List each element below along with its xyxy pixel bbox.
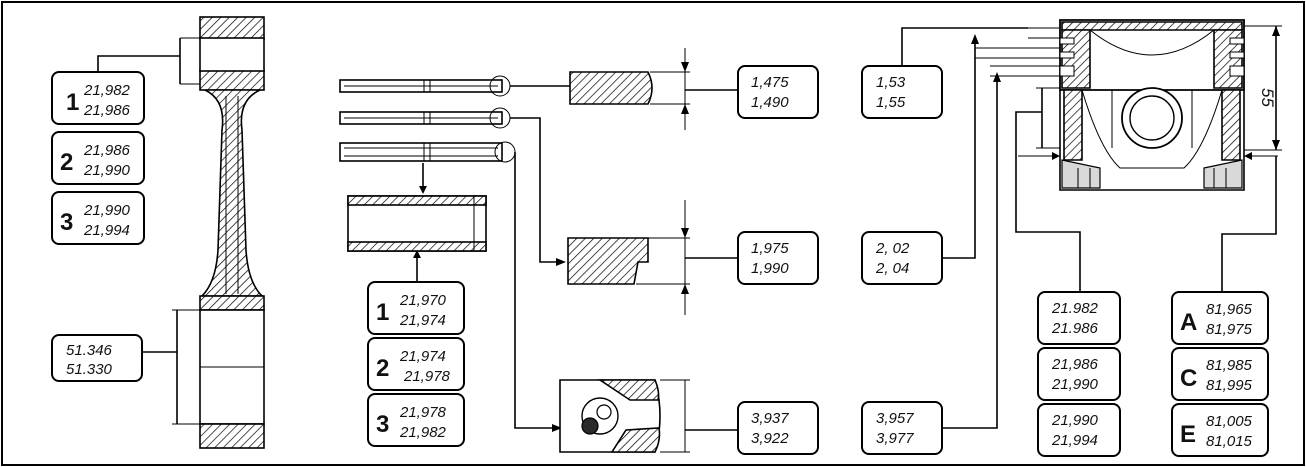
svg-text:1,490: 1,490 [751, 94, 789, 111]
pin-class-3-box: 3 21,978 21,982 [367, 393, 465, 447]
ring-thickness-boxes: 1,475 1,490 1,975 1,990 3,937 3,922 [737, 65, 819, 455]
svg-text:21,990: 21,990 [1051, 376, 1099, 393]
svg-text:21,982: 21,982 [399, 424, 447, 441]
piston-pin-bore-boxes: 21.982 21.986 21,986 21,990 21,990 21,99… [1037, 291, 1121, 457]
svg-text:21,970: 21,970 [399, 292, 447, 309]
pin-class-2-box: 2 21,974 21,978 [367, 337, 465, 391]
svg-text:3,957: 3,957 [876, 410, 914, 427]
svg-text:1,475: 1,475 [751, 74, 789, 91]
svg-text:21,978: 21,978 [399, 404, 447, 421]
conrod-class-1-box: 1 21,982 21,986 [51, 71, 145, 125]
svg-text:3,977: 3,977 [876, 430, 914, 447]
conrod-class-2-box: 2 21,986 21,990 [51, 131, 145, 185]
svg-text:21,986: 21,986 [1051, 356, 1099, 373]
svg-text:3: 3 [376, 411, 389, 438]
svg-text:3: 3 [60, 209, 73, 236]
svg-text:2: 2 [60, 149, 73, 176]
piston-diameter-classes: A 81,965 81,975 C 81,985 81,995 E 81,005… [1171, 291, 1269, 457]
bore-box-1: 21.982 21.986 [1037, 291, 1121, 345]
svg-text:2: 2 [376, 355, 389, 382]
piston: 55 [1015, 19, 1282, 292]
svg-text:21,974: 21,974 [399, 312, 446, 329]
svg-text:21,986: 21,986 [83, 142, 131, 159]
ring-section-1 [510, 48, 738, 130]
svg-text:21,994: 21,994 [1051, 432, 1098, 449]
groove-3-width-box: 3,957 3,977 [861, 401, 943, 455]
ring-section-2 [510, 117, 738, 315]
piston-height-label: 55 [1258, 88, 1277, 107]
conrod-small-end-classes: 1 21,982 21,986 2 21,986 21,990 3 21,990… [51, 71, 145, 245]
piston-class-c-box: C 81,985 81,995 [1171, 347, 1269, 401]
svg-text:81,015: 81,015 [1206, 433, 1253, 450]
piston-pin [347, 195, 487, 286]
svg-text:1: 1 [66, 89, 79, 116]
svg-text:2, 04: 2, 04 [875, 260, 909, 277]
svg-text:3,937: 3,937 [751, 410, 789, 427]
svg-text:21,978: 21,978 [403, 368, 451, 385]
ring-1-thickness-box: 1,475 1,490 [737, 65, 819, 119]
svg-text:C: C [1180, 365, 1197, 392]
connecting-rod [97, 16, 265, 449]
svg-text:21,990: 21,990 [83, 162, 131, 179]
svg-text:1: 1 [376, 299, 389, 326]
svg-text:51.346: 51.346 [66, 342, 113, 359]
pin-class-1-box: 1 21,970 21,974 [367, 281, 465, 335]
svg-text:81,975: 81,975 [1206, 321, 1253, 338]
groove-width-boxes: 1,53 1,55 2, 02 2, 04 3,957 3,977 [861, 65, 943, 455]
svg-text:1,53: 1,53 [876, 74, 906, 91]
svg-text:A: A [1180, 309, 1197, 336]
svg-text:81,005: 81,005 [1206, 413, 1253, 430]
svg-text:81,995: 81,995 [1206, 377, 1253, 394]
ring-2-thickness-box: 1,975 1,990 [737, 231, 819, 285]
svg-text:2, 02: 2, 02 [875, 240, 910, 257]
svg-text:21,986: 21,986 [83, 102, 131, 119]
svg-text:1,55: 1,55 [876, 94, 906, 111]
conrod-big-end-box: 51.346 51.330 [51, 334, 143, 382]
svg-text:81,985: 81,985 [1206, 357, 1253, 374]
ring-3-thickness-box: 3,937 3,922 [737, 401, 819, 455]
svg-text:3,922: 3,922 [751, 430, 789, 447]
conrod-class-3-box: 3 21,990 21,994 [51, 191, 145, 245]
piston-rings [339, 75, 516, 194]
svg-text:21,974: 21,974 [399, 348, 446, 365]
ring-section-3 [514, 152, 738, 453]
bore-box-2: 21,986 21,990 [1037, 347, 1121, 401]
svg-text:51.330: 51.330 [66, 361, 113, 378]
groove-leaders [901, 27, 1060, 429]
svg-text:81,965: 81,965 [1206, 301, 1253, 318]
svg-text:21.982: 21.982 [1051, 300, 1099, 317]
svg-text:21,994: 21,994 [83, 222, 130, 239]
svg-text:21,990: 21,990 [83, 202, 131, 219]
piston-class-e-box: E 81,005 81,015 [1171, 403, 1269, 457]
groove-1-width-box: 1,53 1,55 [861, 65, 943, 119]
piston-class-a-box: A 81,965 81,975 [1171, 291, 1269, 345]
svg-text:21,990: 21,990 [1051, 412, 1099, 429]
svg-text:1,975: 1,975 [751, 240, 789, 257]
svg-text:21.986: 21.986 [1051, 320, 1099, 337]
bore-box-3: 21,990 21,994 [1037, 403, 1121, 457]
groove-2-width-box: 2, 02 2, 04 [861, 231, 943, 285]
piston-pin-classes: 1 21,970 21,974 2 21,974 21,978 3 21,978… [367, 281, 465, 447]
svg-text:1,990: 1,990 [751, 260, 789, 277]
svg-text:21,982: 21,982 [83, 82, 131, 99]
svg-text:E: E [1180, 421, 1196, 448]
